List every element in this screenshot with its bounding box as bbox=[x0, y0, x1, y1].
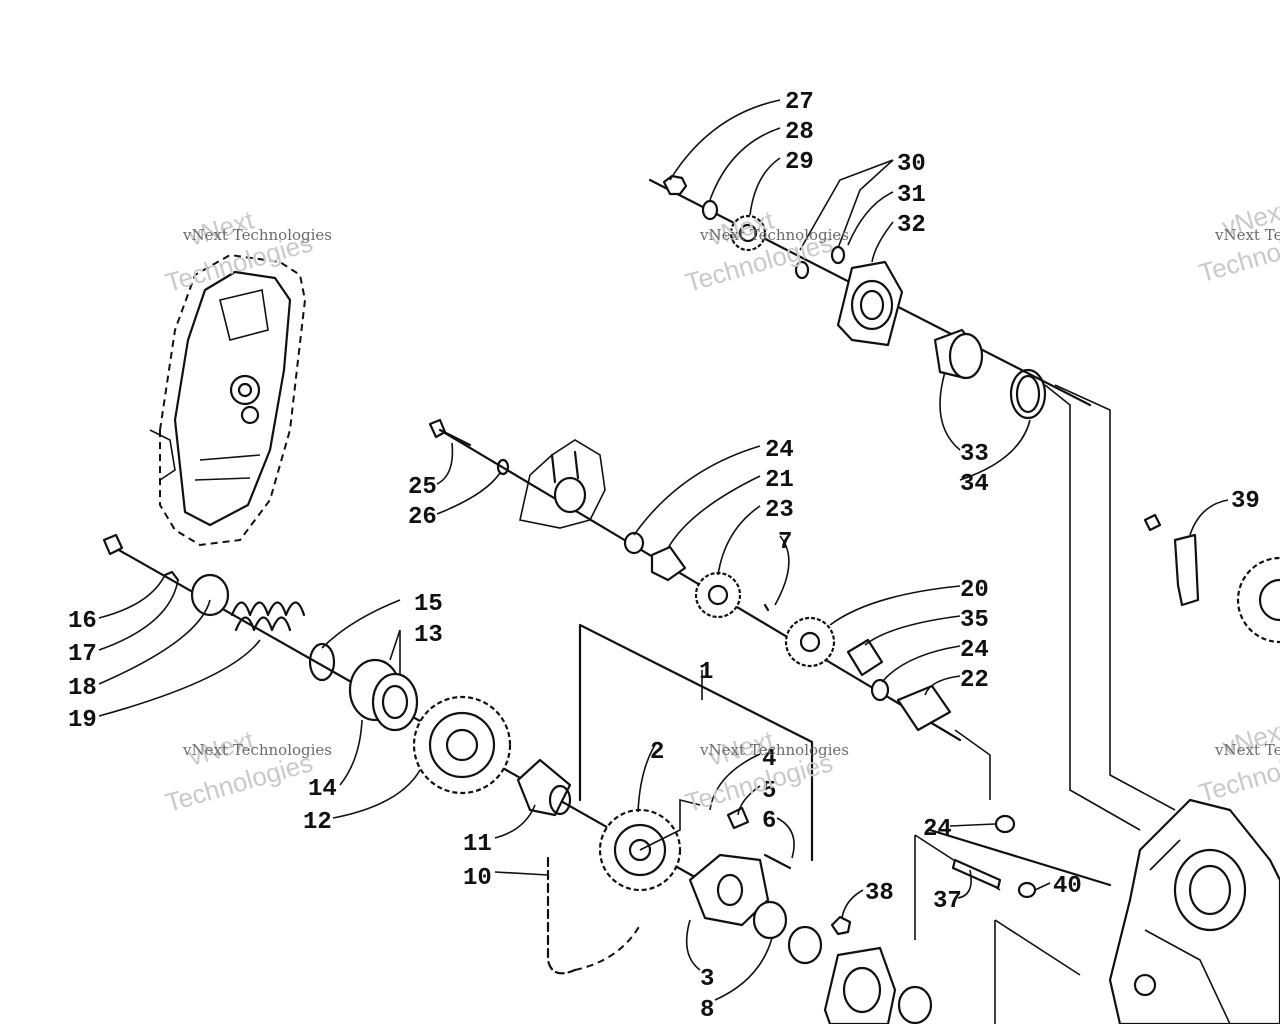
callout-19: 19 bbox=[68, 707, 97, 734]
watermark-caption: vNext Technologies bbox=[699, 741, 849, 759]
driveshaft-assembly bbox=[102, 533, 702, 975]
callout-35: 35 bbox=[960, 607, 989, 634]
bearing-block bbox=[519, 439, 606, 529]
chain-10 bbox=[546, 856, 641, 975]
sprocket-29 bbox=[729, 214, 767, 252]
callout-21: 21 bbox=[765, 467, 794, 494]
callout-32: 32 bbox=[897, 212, 926, 239]
gearcase-housing bbox=[1108, 798, 1280, 1024]
watermark: vNext Technologies bbox=[162, 724, 316, 818]
callout-31: 31 bbox=[897, 182, 926, 209]
chaincase-cover bbox=[149, 253, 307, 547]
callout-14: 14 bbox=[308, 776, 337, 803]
middle-shaft-assembly bbox=[428, 418, 962, 742]
callout-29: 29 bbox=[785, 149, 814, 176]
watermark-caption: vNext Technologies bbox=[1214, 741, 1280, 759]
callout-8: 8 bbox=[700, 997, 714, 1024]
callout-34: 34 bbox=[960, 471, 989, 498]
upper-shaft-assembly bbox=[648, 174, 1092, 420]
callout-labels: 1 2 3 4 5 6 7 8 10 11 12 13 14 15 16 17 … bbox=[68, 89, 1260, 1024]
callout-25: 25 bbox=[408, 474, 437, 501]
callout-28: 28 bbox=[785, 119, 814, 146]
callout-24-upper: 24 bbox=[765, 437, 794, 464]
callout-38: 38 bbox=[865, 880, 894, 907]
guide-lines bbox=[954, 384, 1176, 831]
watermark: vNext Technologies bbox=[1195, 195, 1280, 289]
callout-20: 20 bbox=[960, 577, 989, 604]
sprocket-12 bbox=[412, 695, 512, 795]
callout-30: 30 bbox=[897, 151, 926, 178]
sprocket-20 bbox=[784, 616, 836, 668]
callout-3: 3 bbox=[700, 966, 714, 993]
bearing-flange-32 bbox=[836, 260, 904, 347]
watermark: vNext Technologies bbox=[162, 204, 316, 298]
callout-16: 16 bbox=[68, 608, 97, 635]
callout-18: 18 bbox=[68, 675, 97, 702]
callout-10: 10 bbox=[463, 865, 492, 892]
callout-33: 33 bbox=[960, 441, 989, 468]
leader-lines bbox=[98, 99, 1229, 1001]
callout-7: 7 bbox=[778, 529, 792, 556]
callout-15: 15 bbox=[414, 591, 443, 618]
callout-22: 22 bbox=[960, 667, 989, 694]
callout-39: 39 bbox=[1231, 488, 1260, 515]
callout-27: 27 bbox=[785, 89, 814, 116]
callout-26: 26 bbox=[408, 504, 437, 531]
callout-4: 4 bbox=[762, 746, 776, 773]
spline-gear-11 bbox=[516, 758, 572, 817]
callout-1: 1 bbox=[699, 659, 713, 686]
bracket-39 bbox=[1143, 513, 1200, 607]
watermark-caption: vNext Technologies bbox=[182, 741, 332, 759]
callout-24-lower: 24 bbox=[923, 816, 952, 843]
callout-37: 37 bbox=[933, 888, 962, 915]
callout-17: 17 bbox=[68, 641, 97, 668]
watermark-caption: vNext Technologies bbox=[182, 226, 332, 244]
bearing-13 bbox=[348, 658, 419, 732]
bearing-33 bbox=[933, 328, 984, 380]
callout-6: 6 bbox=[762, 808, 776, 835]
callout-24-middle: 24 bbox=[960, 637, 989, 664]
edge-sprocket bbox=[1236, 556, 1280, 644]
watermark-caption: vNext Technologies bbox=[699, 226, 849, 244]
callout-5: 5 bbox=[762, 778, 776, 805]
callout-13: 13 bbox=[414, 622, 443, 649]
lower-right-assembly bbox=[823, 513, 1280, 1024]
sprocket-23 bbox=[694, 571, 742, 619]
brake-disc-3 bbox=[688, 853, 770, 927]
spring-19 bbox=[230, 601, 306, 632]
callout-11: 11 bbox=[463, 831, 492, 858]
watermark-caption: vNext Technologies bbox=[1214, 226, 1280, 244]
callout-23: 23 bbox=[765, 497, 794, 524]
sprocket-assembly-1 bbox=[578, 623, 823, 965]
callout-2: 2 bbox=[650, 739, 664, 766]
callout-40: 40 bbox=[1053, 873, 1082, 900]
callout-12: 12 bbox=[303, 809, 332, 836]
